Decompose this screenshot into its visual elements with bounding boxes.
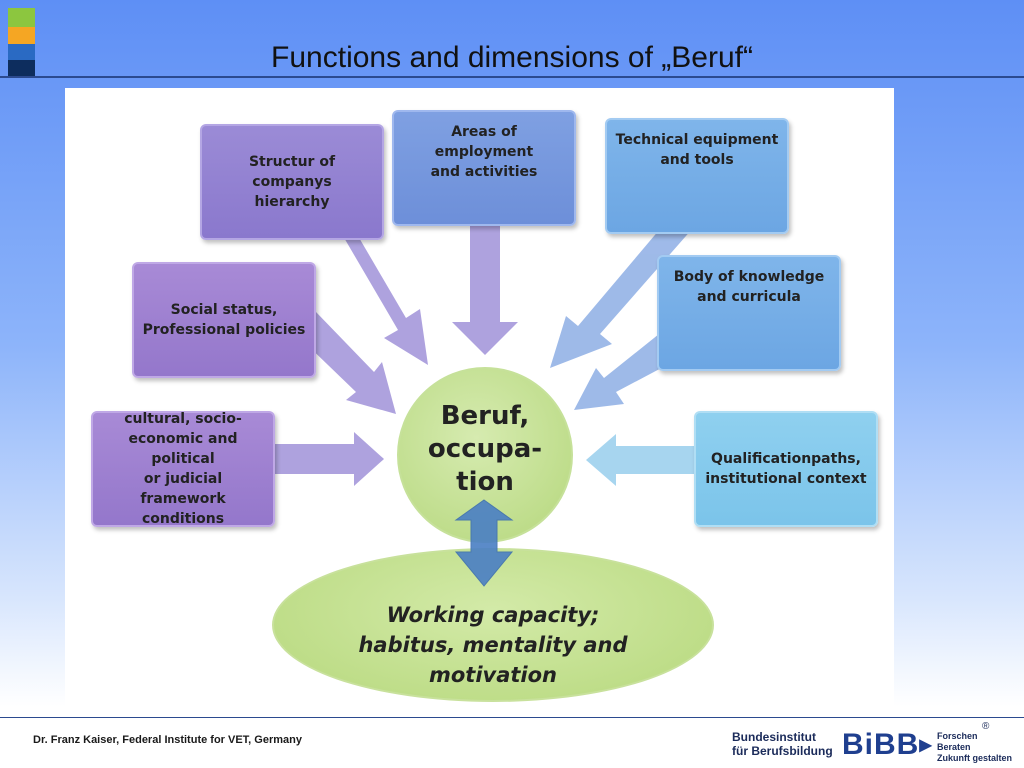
arrow-employment-shaft: [470, 222, 500, 324]
footer-divider: [0, 717, 1024, 718]
ellipse-working-capacity: Working capacity; habitus, mentality and…: [272, 548, 714, 702]
color-strip-orange: [8, 27, 35, 44]
bibb-logo-text: BiBB: [842, 728, 920, 761]
arrow-qualification-head: [586, 434, 616, 486]
box-qualification-paths: Qualificationpaths, institutional contex…: [694, 411, 878, 527]
arrow-hierarchy: [308, 212, 428, 365]
arrow-knowledge: [574, 330, 684, 410]
logo-tagline: Forschen Beraten Zukunft gestalten: [937, 731, 1013, 763]
arrow-qualification-shaft: [614, 446, 700, 474]
circle-beruf-occupation: Beruf, occupa- tion: [397, 367, 573, 543]
institute-name: Bundesinstitut für Berufsbildung: [732, 730, 833, 758]
box-cultural-conditions: cultural, socio- economic and political …: [91, 411, 275, 527]
logo-triangle-icon: ▶: [919, 737, 933, 755]
title-divider: [0, 76, 1024, 78]
arrow-cultural-shaft: [270, 444, 356, 474]
arrow-status: [298, 312, 396, 414]
box-areas-of-employment: Areas of employment and activities: [392, 110, 576, 226]
footer-author: Dr. Franz Kaiser, Federal Institute for …: [33, 734, 302, 746]
registered-mark: ®: [982, 721, 990, 732]
bibb-logo: BiBB▶: [842, 728, 933, 763]
box-social-status: Social status, Professional policies: [132, 262, 316, 378]
arrow-equipment: [550, 198, 700, 368]
arrow-cultural-head: [354, 432, 384, 486]
color-strip-green: [8, 8, 35, 27]
color-strip-blue: [8, 44, 35, 60]
box-body-of-knowledge: Body of knowledge and curricula: [657, 255, 841, 371]
slide-title: Functions and dimensions of „Beruf“: [271, 41, 753, 74]
box-company-hierarchy: Structur of companys hierarchy: [200, 124, 384, 240]
box-technical-equipment: Technical equipment and tools: [605, 118, 789, 234]
arrow-employment-head: [452, 322, 518, 355]
color-strip-navy: [8, 60, 35, 76]
